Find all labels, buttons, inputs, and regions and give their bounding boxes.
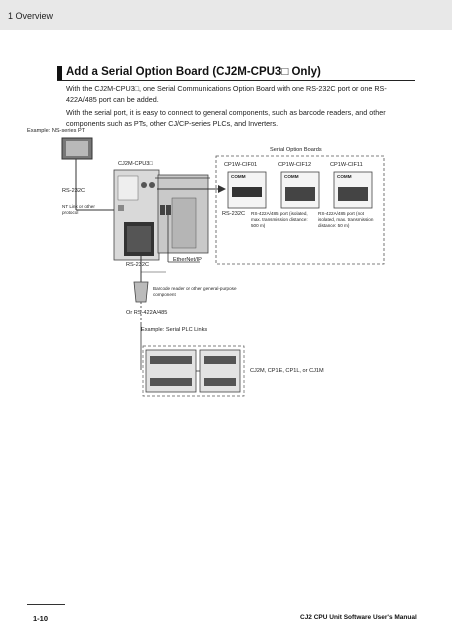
board-cif12-terminal xyxy=(285,187,315,201)
paragraph-1: With the CJ2M-CPU3□, one Serial Communic… xyxy=(66,84,387,104)
barcode-reader-icon xyxy=(133,281,149,303)
board-cif11-terminal xyxy=(338,187,368,201)
ethernet-port-2 xyxy=(166,205,171,215)
board-1-model: CP1W-CIF01 xyxy=(224,162,258,168)
example-pt-label: Example: NS-series PT xyxy=(27,128,86,134)
board-cif01-connector xyxy=(232,187,262,197)
header-section-label: 1 Overview xyxy=(8,11,54,21)
board-1-comm-tag: COMM xyxy=(231,174,246,179)
rs232c-left-label: RS-232C xyxy=(62,188,86,194)
plc-models-label: CJ2M, CP1E, CP1L, or CJ1M xyxy=(250,368,324,374)
cpu-led-panel xyxy=(117,175,139,201)
option-boards-title: Serial Option Boards xyxy=(270,147,322,153)
ethernet-port-1 xyxy=(160,205,165,215)
option-boards-frame xyxy=(215,155,385,265)
board-3-comm-tag: COMM xyxy=(337,174,352,179)
board-2-model: CP1W-CIF12 xyxy=(278,162,312,168)
page-number: 1-10 xyxy=(33,614,49,623)
nt-link-label: NT Link or other protocol xyxy=(62,204,95,215)
cpu-option-board xyxy=(127,226,151,252)
board-2-comm-tag: COMM xyxy=(284,174,299,179)
cpu-port-a xyxy=(141,182,147,188)
power-supply xyxy=(171,197,197,249)
cpu-model-label: CJ2M-CPU3□ xyxy=(118,161,153,167)
ethernet-label: EtherNet/IP xyxy=(173,257,202,263)
board-3-model: CP1W-CIF11 xyxy=(330,162,363,168)
or-rs422-label: Or RS-422A/485 xyxy=(126,310,168,316)
board-2-desc: RS-422A/485 port (isolated, max. transmi… xyxy=(251,211,308,228)
paragraph-2: With the serial port, it is easy to conn… xyxy=(66,108,386,128)
rs232c-bottom-label: RS-232C xyxy=(126,262,150,268)
footer-rule xyxy=(27,604,65,605)
section-title: Add a Serial Option Board (CJ2M-CPU3□ On… xyxy=(66,66,321,78)
barcode-label: Barcode reader or other general-purpose … xyxy=(153,286,237,297)
example-plc-label: Example: Serial PLC Links xyxy=(141,327,208,333)
page-header-bar xyxy=(0,0,452,30)
board-3-desc: RS-422A/485 port (not isolated, max. tra… xyxy=(318,211,374,228)
cpu-port-b xyxy=(149,182,155,188)
section-rule xyxy=(57,80,415,81)
ns-pt-screen xyxy=(66,141,88,156)
manual-title: CJ2 CPU Unit Software User's Manual xyxy=(300,614,417,621)
section-marker xyxy=(57,66,62,80)
board-1-desc: RS-232C xyxy=(222,211,246,217)
cpu-peripheral-port xyxy=(118,205,124,211)
plc-links-frame xyxy=(142,345,245,397)
